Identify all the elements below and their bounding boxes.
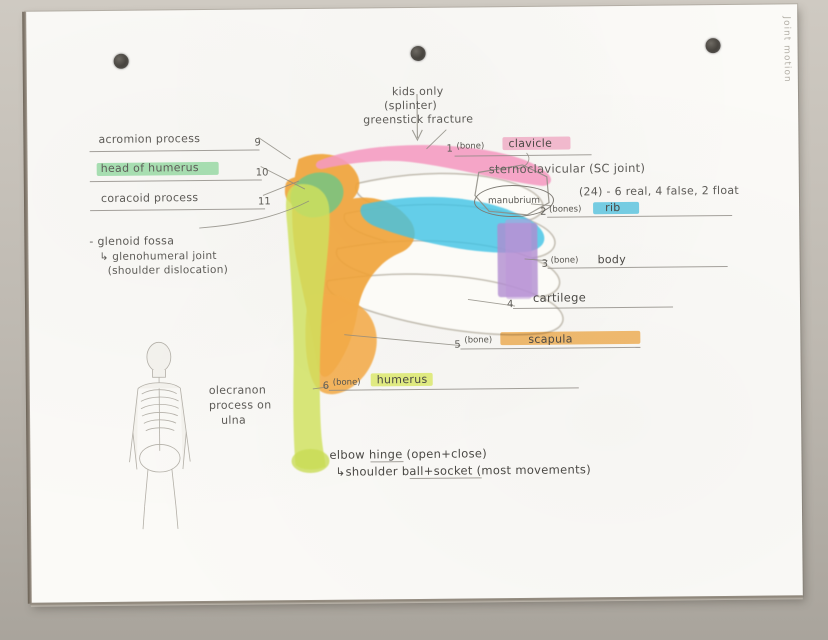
bone-tag-2: (bones): [549, 204, 582, 215]
shoulder-girdle-drawing: [129, 93, 564, 530]
label-number-4: 4: [506, 299, 514, 311]
label-number-1: 1: [446, 143, 453, 155]
bottom-note-elbow: elbow hinge (open+close): [329, 446, 488, 462]
olecranon-note-line1: olecranon: [208, 383, 267, 397]
greenstick-note-line1: kids only: [391, 84, 444, 99]
label-number-5: 5: [454, 339, 461, 351]
greenstick-note-line3: greenstick fracture: [363, 112, 474, 127]
glenoid-fossa-note-line2: ↳ glenohumeral joint: [99, 249, 217, 264]
greenstick-note-line2: (splinter): [384, 98, 438, 113]
label-cartilage: cartilege: [532, 290, 587, 305]
label-manubrium: manubrium: [487, 195, 541, 207]
glenoid-fossa-note-line3: (shoulder dislocation): [107, 263, 229, 277]
label-sternoclavicular-joint: sternoclavicular (SC joint): [488, 160, 646, 177]
glenoid-fossa-note-line1: - glenoid fossa: [89, 234, 175, 249]
bone-tag-6: (bone): [332, 377, 361, 388]
label-number-11: 11: [257, 196, 271, 208]
label-number-9: 9: [254, 137, 261, 149]
label-coracoid-process: coracoid process: [100, 191, 199, 205]
olecranon-note-line2: process on: [208, 398, 272, 412]
label-acromion-process: acromion process: [98, 132, 201, 147]
label-number-10: 10: [255, 167, 269, 179]
bone-tag-3: (bone): [550, 255, 579, 266]
label-clavicle: clavicle: [508, 136, 553, 151]
label-head-of-humerus: head of humerus: [100, 161, 199, 176]
label-rib: rib: [605, 201, 621, 215]
label-body: body: [597, 252, 627, 267]
label-humerus: humerus: [376, 372, 428, 387]
paper-sheet: kids only (splinter) greenstick fracture…: [25, 4, 803, 607]
bone-tag-1: (bone): [456, 141, 485, 152]
label-number-2: 2: [540, 206, 547, 218]
label-number-3: 3: [541, 258, 549, 270]
rib-count-note: (24) - 6 real, 4 false, 2 float: [578, 183, 740, 199]
label-number-6: 6: [322, 380, 330, 392]
page-corner-text: Joint motion: [781, 16, 792, 83]
olecranon-note-line3: ulna: [221, 413, 247, 427]
label-scapula: scapula: [528, 332, 573, 346]
bone-tag-5: (bone): [464, 335, 493, 346]
